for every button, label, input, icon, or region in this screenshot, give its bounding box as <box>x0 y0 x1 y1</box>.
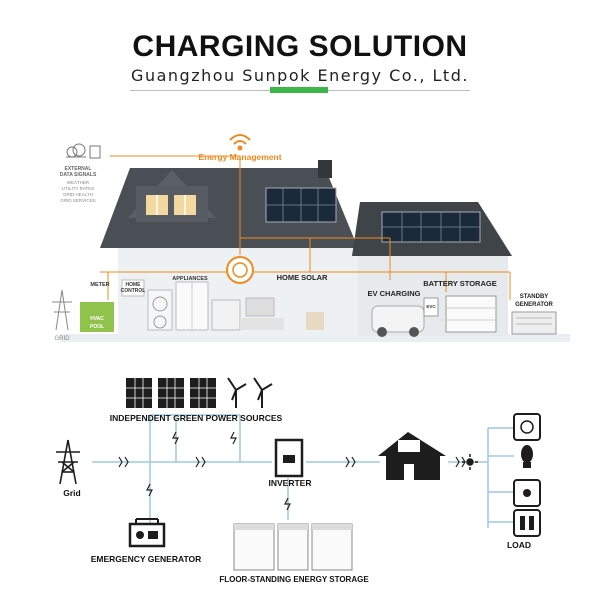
wifi-icon <box>229 134 251 151</box>
wind-turbine-icon <box>227 377 247 408</box>
solar-panel-icon <box>190 378 216 408</box>
energy-hub-icon <box>226 256 254 284</box>
power-pylon-icon <box>56 439 80 485</box>
home-control-line2: CONTROL <box>121 288 146 294</box>
garage-solar-panel <box>381 211 481 243</box>
title-accent-bar <box>270 87 328 93</box>
meter-load-icon <box>513 413 541 441</box>
page-title: CHARGING SOLUTION <box>132 30 468 63</box>
grid-tower-icon <box>52 289 72 331</box>
evc-label: EVC <box>426 304 436 309</box>
standby-generator <box>511 311 557 335</box>
system-diagram <box>56 377 541 571</box>
ev-charger <box>423 297 439 317</box>
home-control-panel <box>121 279 145 297</box>
weather-cloud-icon <box>66 143 101 159</box>
external-signals-line1: EXTERNAL <box>65 166 92 172</box>
chimney <box>318 160 332 178</box>
roof-solar-panel <box>265 187 337 223</box>
oven <box>211 299 241 331</box>
meter-label: METER <box>90 282 109 288</box>
electric-car <box>371 305 425 333</box>
storage-cabinet <box>311 523 353 571</box>
hvac-label: HVAC <box>90 316 104 322</box>
company-name: Guangzhou Sunpok Energy Co., Ltd. <box>131 66 469 85</box>
sofa <box>240 318 284 330</box>
solar-panel-icon <box>158 378 184 408</box>
home-control-line1: HOME <box>126 282 142 288</box>
ground <box>60 334 570 342</box>
energy-links <box>100 155 511 300</box>
battery-storage-label: BATTERY STORAGE <box>423 279 496 288</box>
load-label: LOAD <box>507 540 531 550</box>
storage-label: FLOOR-STANDING ENERGY STORAGE <box>219 575 369 584</box>
signal-item: UTILITY RATES <box>62 186 95 191</box>
lamp <box>306 312 324 330</box>
house-illustration <box>52 134 570 342</box>
inverter-label: INVERTER <box>269 478 312 488</box>
hvac-pool <box>80 302 114 332</box>
sun-icon <box>462 454 478 470</box>
socket-load-icon <box>513 479 541 507</box>
signal-item: WEATHER <box>67 180 90 185</box>
washer <box>147 289 173 331</box>
energy-management-label: Energy Management <box>198 152 281 162</box>
external-signals-line2: DATA SIGNALS <box>60 172 97 178</box>
inverter-icon <box>274 438 304 478</box>
grid-label-house: GRID <box>55 336 71 342</box>
green-sources-label: INDEPENDENT GREEN POWER SOURCES <box>110 413 283 423</box>
light-bulb-icon <box>521 445 533 468</box>
grid-label: Grid <box>63 488 80 498</box>
solar-panel-icon <box>126 378 152 408</box>
switch-load-icon <box>513 509 541 537</box>
ev-charging-label: EV CHARGING <box>368 289 421 298</box>
storage-cabinet <box>277 523 309 571</box>
standby-generator-line1: STANDBY <box>520 294 549 300</box>
appliances-label: APPLIANCES <box>172 276 208 282</box>
house-icon <box>378 432 446 480</box>
wind-turbine-icon <box>253 377 273 408</box>
emergency-generator-label: EMERGENCY GENERATOR <box>91 554 202 564</box>
signal-item: GRID SERVICES <box>60 198 95 203</box>
tv <box>245 297 275 317</box>
generator-icon <box>128 518 166 548</box>
storage-cabinet <box>233 523 275 571</box>
pool-label: POOL <box>90 324 104 330</box>
home-solar-label: HOME SOLAR <box>277 273 328 282</box>
standby-generator-line2: GENERATOR <box>515 302 553 308</box>
signal-item: GRID HEALTH <box>63 192 93 197</box>
battery-unit <box>445 295 497 333</box>
